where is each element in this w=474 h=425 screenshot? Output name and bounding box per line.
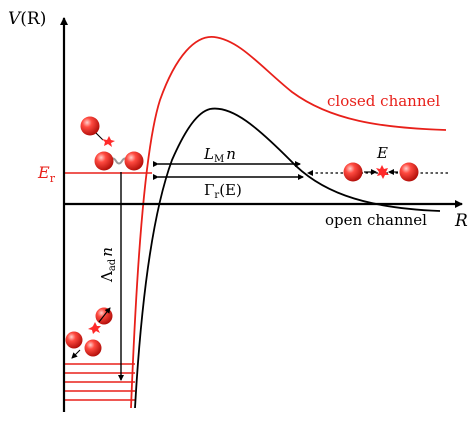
closed-channel-curve bbox=[130, 36, 447, 409]
gamma-label: Γr(E) bbox=[204, 181, 242, 201]
red-sphere-icon bbox=[94, 151, 114, 171]
motion-arrow bbox=[71, 349, 81, 359]
open-channel-label: open channel bbox=[325, 211, 427, 229]
red-sphere-icon bbox=[80, 116, 100, 136]
incoming-energy-label: E bbox=[376, 144, 388, 162]
red-star-icon bbox=[88, 322, 101, 334]
red-sphere-icon bbox=[124, 151, 144, 171]
red-sphere-icon bbox=[343, 162, 363, 182]
open-channel-curve bbox=[134, 107, 441, 409]
incoming-collision-pair bbox=[343, 162, 419, 182]
x-axis-label: R bbox=[454, 211, 468, 231]
quasi-bound-complex bbox=[80, 116, 144, 171]
y-axis-label: V(R) bbox=[8, 9, 46, 29]
red-star-icon bbox=[102, 136, 115, 147]
closed-channel-label: closed channel bbox=[327, 92, 440, 110]
lambda-label: Λadn bbox=[98, 247, 118, 283]
motion-line bbox=[95, 132, 104, 141]
resonance-energy-label: Er bbox=[37, 163, 56, 185]
red-sphere-icon bbox=[65, 331, 83, 349]
decay-products bbox=[65, 307, 113, 359]
red-star-icon bbox=[376, 165, 389, 179]
motion-arrow bbox=[98, 307, 111, 323]
red-sphere-icon bbox=[399, 162, 419, 182]
bound-state-levels bbox=[64, 363, 135, 401]
red-sphere-icon bbox=[84, 339, 102, 357]
